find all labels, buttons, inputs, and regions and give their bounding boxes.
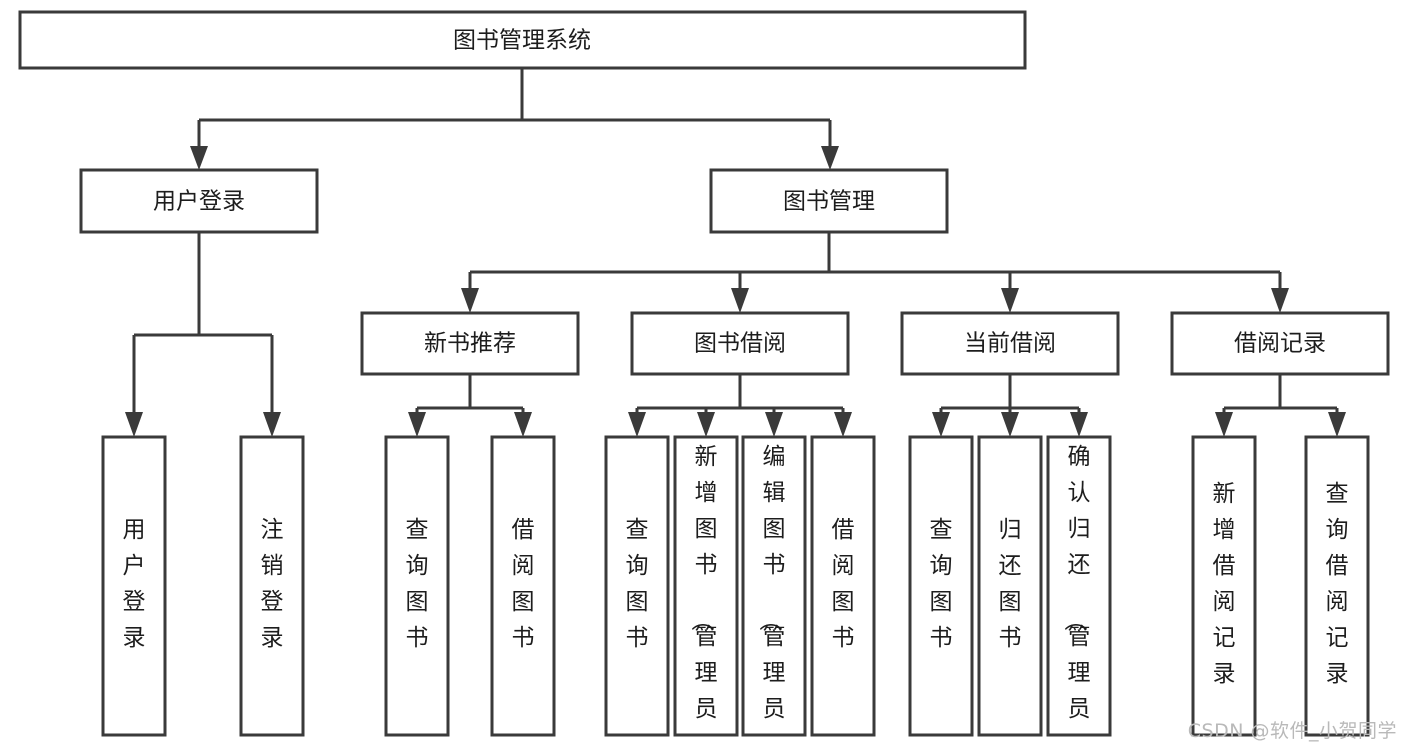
leaf-borrow-book-1-label: 借阅图书: [512, 517, 535, 651]
leaf-query-book-2-label: 查询图书: [626, 517, 649, 651]
arrow-head-current-borrow: [1001, 288, 1019, 313]
arrow-head-leaf-confirm-return: [1070, 412, 1088, 437]
leaf-edit-book[interactable]: 编辑图书（管理员）: [741, 435, 807, 747]
node-user-login-box[interactable]: [79, 168, 319, 234]
arrow-head-leaf-query-book-1: [408, 412, 426, 437]
leaf-edit-book-box[interactable]: [741, 435, 807, 737]
leaf-query-book-3-box[interactable]: [908, 435, 974, 737]
arrow-head-leaf-query-book-3: [932, 412, 950, 437]
leaf-return-book[interactable]: 归还图书: [977, 435, 1043, 737]
csdn-watermark: CSDN @软件_小贺同学: [1187, 720, 1397, 742]
leaf-query-record[interactable]: 查询借阅记录: [1304, 435, 1370, 737]
arrow-head-leaf-query-record: [1328, 412, 1346, 437]
node-root-label: 图书管理系统: [453, 28, 591, 54]
arrow-head-leaf-add-book: [697, 412, 715, 437]
leaf-query-book-2[interactable]: 查询图书: [604, 435, 670, 737]
arrow-head-leaf-add-record: [1215, 412, 1233, 437]
node-book-management-box[interactable]: [709, 168, 949, 234]
node-book-borrow[interactable]: 图书借阅: [630, 311, 850, 376]
leaf-borrow-book-2[interactable]: 借阅图书: [810, 435, 876, 737]
node-current-borrow-label: 当前借阅: [964, 331, 1056, 357]
node-book-borrow-box[interactable]: [630, 311, 850, 376]
leaf-confirm-return-label: 确认归还（管理员）: [1062, 444, 1091, 747]
arrow-head-leaf-logout-login: [263, 412, 281, 437]
leaf-query-record-label: 查询借阅记录: [1326, 481, 1349, 687]
leaf-user-login[interactable]: 用户登录: [101, 435, 167, 737]
leaf-add-book-box[interactable]: [673, 435, 739, 737]
leaf-return-book-label: 归还图书: [999, 517, 1022, 651]
node-user-login-label: 用户登录: [153, 189, 245, 215]
leaf-query-book-2-box[interactable]: [604, 435, 670, 737]
leaf-add-record[interactable]: 新增借阅记录: [1191, 435, 1257, 737]
arrow-head-leaf-edit-book: [765, 412, 783, 437]
leaf-confirm-return[interactable]: 确认归还（管理员）: [1046, 435, 1112, 747]
leaf-logout-login-label: 注销登录: [261, 517, 284, 651]
node-user-login[interactable]: 用户登录: [79, 168, 319, 234]
leaf-borrow-book-2-box[interactable]: [810, 435, 876, 737]
leaf-add-book-label: 新增图书（管理员）: [689, 444, 718, 747]
node-borrow-record-box[interactable]: [1170, 311, 1390, 376]
node-current-borrow[interactable]: 当前借阅: [900, 311, 1120, 376]
arrow-head-leaf-borrow-book-1: [514, 412, 532, 437]
arrow-head-book-borrow: [731, 288, 749, 313]
arrow-head-book-management: [821, 146, 839, 170]
leaf-add-record-box[interactable]: [1191, 435, 1257, 737]
arrow-head-leaf-borrow-book-2: [834, 412, 852, 437]
node-root[interactable]: 图书管理系统: [18, 10, 1027, 70]
node-book-borrow-label: 图书借阅: [694, 331, 786, 357]
leaf-logout-login[interactable]: 注销登录: [239, 435, 305, 737]
node-root-box[interactable]: [18, 10, 1027, 70]
node-book-management[interactable]: 图书管理: [709, 168, 949, 234]
leaf-borrow-book-1-box[interactable]: [490, 435, 556, 737]
node-new-book-recommend-box[interactable]: [360, 311, 580, 376]
arrow-head-leaf-query-book-2: [628, 412, 646, 437]
leaf-edit-book-label: 编辑图书（管理员）: [757, 444, 786, 747]
leaf-query-book-3[interactable]: 查询图书: [908, 435, 974, 737]
arrow-head-user-login: [190, 146, 208, 170]
leaf-query-book-1-label: 查询图书: [406, 517, 429, 651]
leaf-query-record-box[interactable]: [1304, 435, 1370, 737]
arrow-head-leaf-return-book: [1001, 412, 1019, 437]
connector-layer: [125, 68, 1346, 437]
leaf-borrow-book-2-label: 借阅图书: [832, 517, 855, 651]
node-borrow-record[interactable]: 借阅记录: [1170, 311, 1390, 376]
arrow-head-new-book-recommend: [461, 288, 479, 313]
leaf-logout-login-box[interactable]: [239, 435, 305, 737]
node-new-book-recommend[interactable]: 新书推荐: [360, 311, 580, 376]
leaf-confirm-return-box[interactable]: [1046, 435, 1112, 737]
leaf-query-book-3-label: 查询图书: [930, 517, 953, 651]
leaf-query-book-1-box[interactable]: [384, 435, 450, 737]
leaf-return-book-box[interactable]: [977, 435, 1043, 737]
arrow-head-leaf-user-login: [125, 412, 143, 437]
arrow-head-borrow-record: [1271, 288, 1289, 313]
node-new-book-recommend-label: 新书推荐: [424, 331, 516, 357]
leaf-borrow-book-1[interactable]: 借阅图书: [490, 435, 556, 737]
leaf-query-book-1[interactable]: 查询图书: [384, 435, 450, 737]
node-borrow-record-label: 借阅记录: [1234, 331, 1326, 357]
leaf-user-login-box[interactable]: [101, 435, 167, 737]
node-book-management-label: 图书管理: [783, 189, 875, 215]
leaf-user-login-label: 用户登录: [123, 517, 146, 651]
leaf-add-book[interactable]: 新增图书（管理员）: [673, 435, 739, 747]
leaf-add-record-label: 新增借阅记录: [1213, 481, 1236, 687]
node-current-borrow-box[interactable]: [900, 311, 1120, 376]
